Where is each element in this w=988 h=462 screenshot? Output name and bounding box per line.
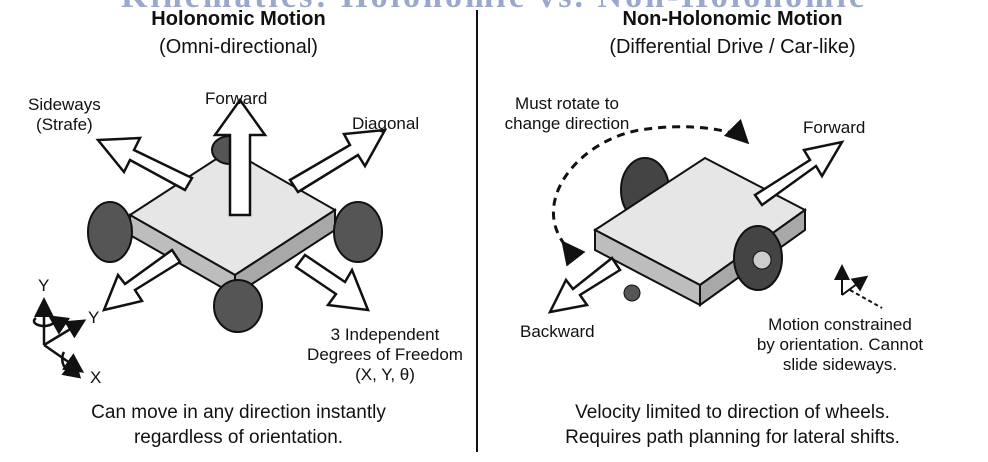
arrow-forward xyxy=(212,97,268,217)
right-heading: Non-Holonomic Motion xyxy=(622,8,843,30)
axes-icon xyxy=(32,297,87,379)
label-forward-right: Forward xyxy=(803,118,866,137)
arrow-back-right xyxy=(294,253,370,312)
axis-x: X xyxy=(90,368,102,387)
label-forward: Forward xyxy=(205,89,268,108)
differential-robot xyxy=(593,156,807,307)
omni-robot xyxy=(87,135,383,333)
axis-y-side: Y xyxy=(88,308,100,327)
arrow-backward xyxy=(547,256,622,314)
right-caption: Velocity limited to direction of wheels.… xyxy=(565,402,900,448)
label-backward: Backward xyxy=(520,322,595,341)
left-caption: Can move in any direction instantly rega… xyxy=(91,402,386,448)
left-heading: Holonomic Motion xyxy=(151,8,326,30)
arrow-diagonal xyxy=(288,128,388,194)
arrow-sideways xyxy=(95,136,194,192)
label-rotate: Must rotate to change direction xyxy=(504,94,630,133)
label-diagonal: Diagonal xyxy=(352,114,420,133)
right-subheading: (Differential Drive / Car-like) xyxy=(609,36,856,58)
mecanum-wheel xyxy=(213,279,263,333)
label-sideways: Sideways (Strafe) xyxy=(28,95,101,134)
label-constraint: Motion constrained by orientation. Canno… xyxy=(756,315,924,374)
omni-arrows xyxy=(95,97,388,312)
mecanum-wheel xyxy=(87,201,133,263)
arrow-forward xyxy=(753,140,845,207)
caster-wheel xyxy=(623,284,641,302)
rotate-arrow xyxy=(551,118,750,267)
axis-y-up: Y xyxy=(38,276,50,295)
label-dof: 3 Independent Degrees of Freedom (X, Y, … xyxy=(307,325,463,384)
left-subheading: (Omni-directional) xyxy=(159,36,318,58)
constraint-icon xyxy=(834,264,883,309)
mecanum-wheel xyxy=(333,201,383,263)
arrow-back-left xyxy=(101,248,182,312)
page-title: Kinematics: Holonomic vs. Non-Holonomic xyxy=(0,0,988,16)
